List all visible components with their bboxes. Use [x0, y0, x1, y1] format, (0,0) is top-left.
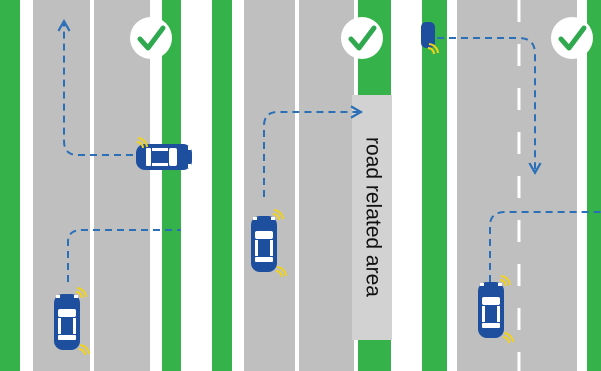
- panel-2: road related area: [212, 0, 392, 371]
- left-kerb: [20, 0, 33, 371]
- lane-line: [90, 0, 94, 371]
- check-circle-icon: [551, 17, 593, 59]
- panel-1: [0, 0, 192, 371]
- right-verge: [358, 340, 391, 371]
- path-arrow-entering-road: [67, 229, 181, 282]
- right-verge: [162, 0, 181, 371]
- left-kerb: [232, 0, 244, 371]
- roadway: [457, 0, 577, 371]
- left-verge: [422, 0, 447, 371]
- right-verge: [587, 0, 601, 371]
- car-icon: [136, 144, 192, 170]
- right-kerb: [150, 0, 162, 371]
- left-kerb: [447, 0, 457, 371]
- road-related-area-label: road related area: [361, 137, 384, 297]
- left-verge: [212, 0, 232, 371]
- lane-line: [295, 0, 299, 371]
- check-circle-icon: [341, 17, 383, 59]
- car-icon: [421, 22, 439, 55]
- right-kerb: [577, 0, 587, 371]
- panel-3: [421, 0, 601, 371]
- check-circle-icon: [130, 17, 172, 59]
- road-related-area: road related area: [352, 95, 392, 340]
- left-verge: [0, 0, 20, 371]
- path-arrow-leaving-driveway: [57, 18, 145, 156]
